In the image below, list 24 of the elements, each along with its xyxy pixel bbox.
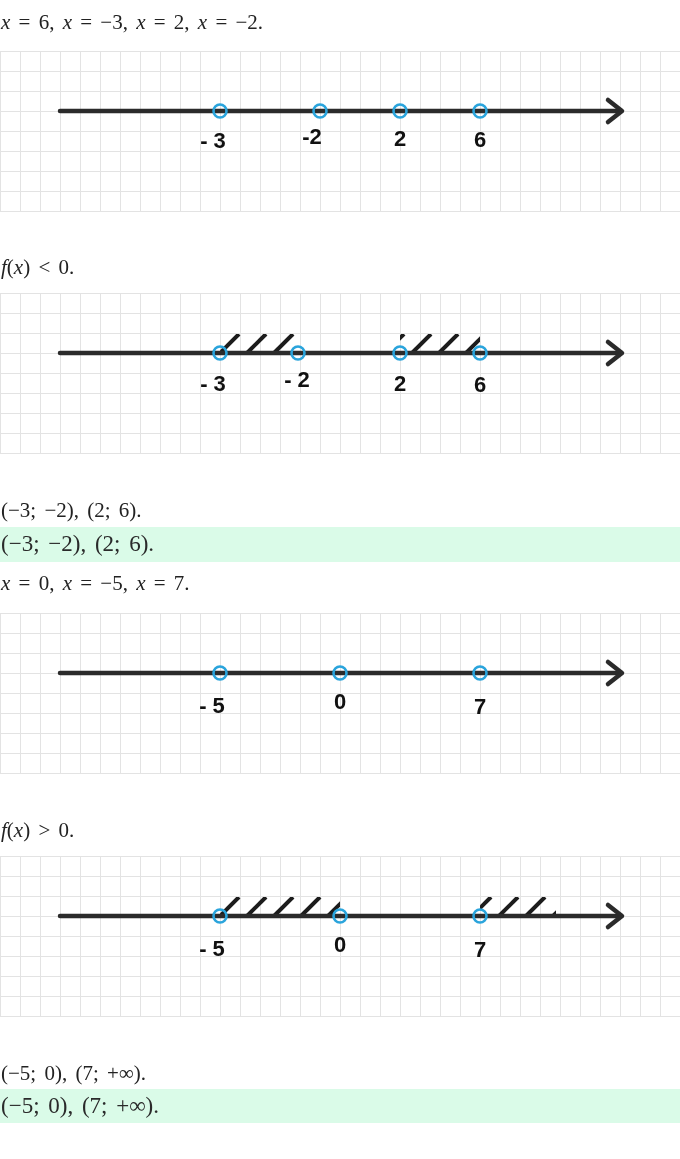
highlight-band [0, 1089, 680, 1123]
tick-label: 7 [473, 694, 487, 720]
highlight-band [0, 527, 680, 562]
inequality-text: f(x) < 0. [1, 254, 75, 280]
interval-text: (−3; −2), (2; 6). [1, 497, 142, 523]
equation-text: x = 0, x = −5, x = 7. [1, 570, 190, 596]
equation-text: x = 6, x = −3, x = 2, x = −2. [1, 9, 264, 35]
tick-label: - 5 [199, 693, 225, 719]
tick-label: - 3 [200, 128, 226, 154]
tick-label: 0 [333, 932, 347, 958]
tick-label: 6 [473, 372, 487, 398]
tick-label: 0 [333, 689, 347, 715]
interval-text: (−5; 0), (7; +∞). [1, 1060, 147, 1086]
tick-label: - 2 [284, 367, 310, 393]
inequality-text: f(x) > 0. [1, 817, 75, 843]
tick-label: 2 [393, 371, 407, 397]
tick-label: - 5 [199, 936, 225, 962]
tick-label: - 3 [200, 371, 226, 397]
answer-text: (−5; 0), (7; +∞). [0, 1092, 159, 1120]
tick-label: -2 [302, 124, 322, 150]
tick-label: 2 [393, 126, 407, 152]
answer-text: (−3; −2), (2; 6). [0, 531, 155, 558]
tick-label: 6 [473, 127, 487, 153]
tick-label: 7 [473, 937, 487, 963]
